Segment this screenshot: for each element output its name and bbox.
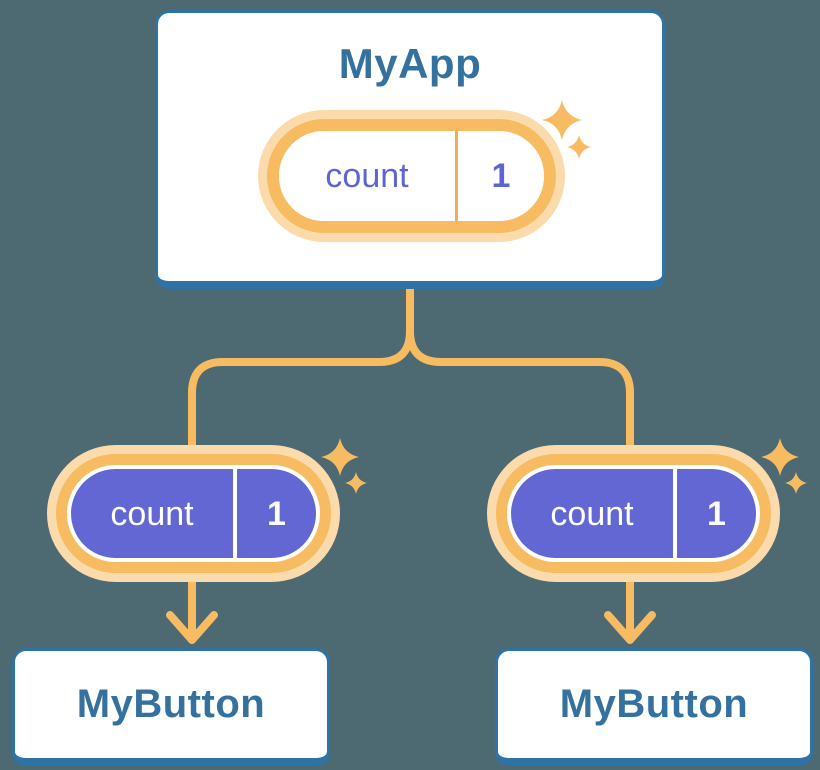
component-card-left: MyButton	[12, 648, 330, 766]
sparkle-icon-small-right	[785, 472, 807, 494]
prop-pill-left: count 1	[47, 445, 340, 582]
pill-divider	[455, 131, 458, 221]
state-value-label: 1	[491, 157, 511, 195]
prop-pill-core: count 1	[511, 469, 756, 558]
prop-pill-core: count 1	[71, 469, 316, 558]
component-title-left: MyButton	[76, 682, 266, 726]
component-card-right: MyButton	[495, 648, 813, 766]
component-title-right: MyButton	[559, 682, 749, 726]
pill-divider	[673, 469, 677, 558]
sparkle-icon-large-right	[761, 438, 799, 476]
sparkle-icon-large-left	[321, 438, 359, 476]
prop-name-label: count	[110, 494, 194, 533]
state-pill-root: count 1	[258, 110, 565, 242]
sparkle-icon-small-left	[345, 472, 367, 494]
state-pill-body: count 1	[279, 131, 544, 221]
prop-value-label: 1	[707, 494, 726, 533]
prop-value-label: 1	[267, 494, 286, 533]
prop-pill-body: count 1	[507, 465, 760, 562]
state-pill-core: count 1	[279, 131, 544, 221]
prop-name-label: count	[550, 494, 634, 533]
component-title-root: MyApp	[338, 40, 482, 87]
state-pill-ring: count 1	[267, 119, 556, 233]
state-name-label: count	[325, 157, 409, 195]
left-arrow-down-icon	[166, 611, 218, 644]
right-arrow-down-icon	[604, 611, 656, 644]
prop-pill-body: count 1	[67, 465, 320, 562]
prop-pill-ring: count 1	[496, 454, 771, 573]
prop-pill-right: count 1	[487, 445, 780, 582]
prop-pill-ring: count 1	[56, 454, 331, 573]
